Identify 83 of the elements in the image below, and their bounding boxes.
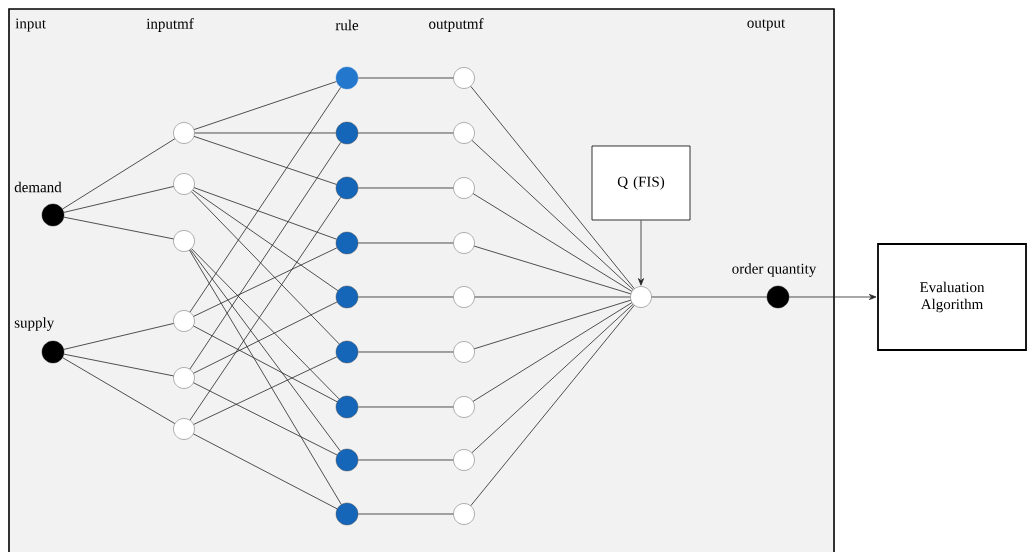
connector-line: [471, 303, 634, 454]
connector-line: [193, 136, 337, 185]
connector-line: [62, 138, 176, 210]
connector-line: [193, 382, 338, 456]
membership-circle: [453, 67, 475, 89]
membership-circle: [453, 396, 475, 418]
variable-node: order quantity: [732, 263, 817, 309]
connector-line: [357, 296, 454, 298]
membership-circle: [173, 310, 195, 332]
connector-line: [63, 216, 174, 240]
connector-line: [62, 357, 176, 424]
connector-line: [651, 296, 768, 298]
connector-line: [190, 249, 341, 452]
column-header: output: [747, 19, 786, 31]
connector-line: [357, 351, 454, 353]
rule-circle: [335, 285, 359, 309]
membership-circle: [453, 232, 475, 254]
column-header: input: [15, 18, 46, 32]
membership-circle: [173, 230, 195, 252]
connector-line: [357, 242, 454, 244]
connector-line: [193, 433, 338, 510]
column-header: inputmf: [146, 18, 194, 32]
rule-circle: [335, 502, 359, 526]
membership-circle: [453, 449, 475, 471]
membership-circle: [453, 286, 475, 308]
connector-line: [472, 302, 633, 402]
connector-line: [191, 248, 340, 400]
connector-line: [63, 186, 174, 213]
rule-circle: [335, 448, 359, 472]
connector-line: [470, 85, 635, 290]
connector-line: [193, 301, 338, 374]
variable-node: demand: [14, 181, 65, 227]
connector-line: [193, 247, 338, 317]
membership-circle: [453, 503, 475, 525]
connector-line: [63, 323, 174, 350]
connector-line: [189, 249, 342, 505]
membership-circle: [630, 286, 652, 308]
membership-circle: [173, 173, 195, 195]
membership-circle: [453, 177, 475, 199]
connector-line: [473, 299, 632, 350]
connector-line: [191, 191, 340, 345]
membership-circle: [173, 122, 195, 144]
connector-line: [63, 353, 174, 377]
process-box: Evaluation Algorithm: [877, 243, 1027, 351]
connector-line: [193, 81, 337, 130]
connector-line: [189, 86, 342, 313]
rule-circle: [335, 340, 359, 364]
rule-circle: [335, 231, 359, 255]
column-header: rule: [335, 19, 359, 31]
connector-line: [472, 193, 633, 292]
connector-line: [357, 132, 454, 134]
rule-circle: [335, 66, 359, 90]
rule-circle: [335, 395, 359, 419]
connector-line: [357, 459, 454, 461]
node-label: demand: [14, 181, 62, 193]
membership-circle: [173, 418, 195, 440]
connector-line: [194, 132, 337, 134]
membership-circle: [453, 122, 475, 144]
membership-circle: [173, 367, 195, 389]
connector-line: [357, 77, 454, 79]
column-header: outputmf: [429, 18, 484, 32]
arrow: [638, 220, 644, 286]
connector-line: [193, 356, 338, 425]
connector-line: [192, 189, 339, 291]
connector-line: [470, 304, 635, 507]
connector-line: [471, 139, 634, 291]
connector-line: [189, 141, 342, 370]
rule-circle: [335, 121, 359, 145]
connector-line: [193, 325, 338, 403]
connector-line: [193, 187, 337, 240]
node-label: supply: [14, 317, 55, 331]
membership-circle: [453, 341, 475, 363]
connector-line: [357, 406, 454, 408]
connector-line: [473, 245, 632, 295]
connector-line: [474, 296, 631, 298]
process-box: Q (FIS): [591, 145, 691, 221]
rule-circle: [335, 176, 359, 200]
connector-line: [357, 187, 454, 189]
variable-node: supply: [14, 317, 65, 364]
connector-line: [357, 513, 454, 515]
node-label: order quantity: [732, 263, 817, 277]
arrow: [788, 294, 877, 300]
connector-line: [189, 196, 342, 421]
